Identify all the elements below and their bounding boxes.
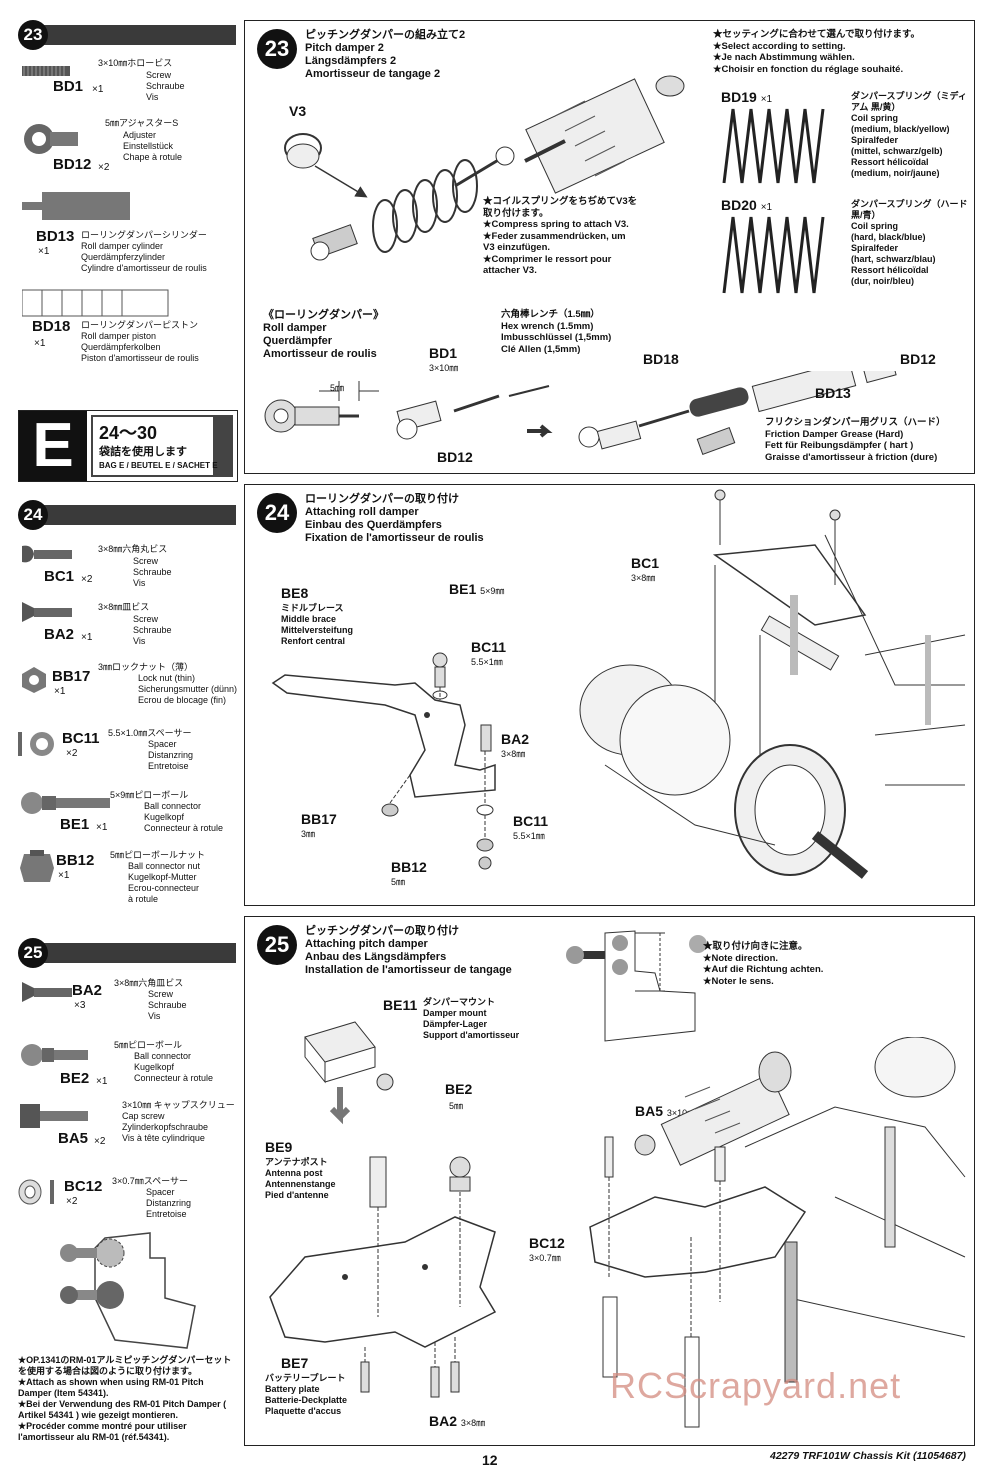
- ba2-label-25: BA2 3×8㎜: [429, 1413, 486, 1429]
- setting-note: ★セッティングに合わせて選んで取り付けます。★Select according …: [713, 29, 921, 75]
- step-24-header: 24: [18, 500, 236, 530]
- bb12-label: BB12: [391, 859, 427, 875]
- bd1-label: BD1: [429, 345, 458, 361]
- step-25-header: 25: [18, 938, 236, 968]
- bc11-label-b: BC11: [513, 813, 549, 829]
- battery-plate-drawing: [269, 1021, 497, 1398]
- bd19-desc: ダンパースプリング（ミディアム 黒/黄）Coil spring(medium, …: [851, 91, 967, 178]
- bag-letter: E: [19, 411, 87, 481]
- bd19-label: BD19 ×1: [721, 89, 773, 105]
- part-bb17: BB17 ×1 3㎜ロックナット（薄）Lock nut (thin)Sicher…: [18, 660, 243, 720]
- page-number: 12: [482, 1452, 498, 1468]
- direction-note: ★取り付け向きに注意。★Note direction.★Auf die Rich…: [703, 941, 824, 987]
- grease-note: フリクションダンパー用グリス（ハード）Friction Damper Greas…: [765, 417, 946, 463]
- be1-label: BE1 5×9㎜: [449, 581, 505, 597]
- step-number: 23: [18, 20, 48, 50]
- v3-label: V3: [289, 103, 307, 119]
- spring-bd19: [722, 108, 825, 184]
- kit-info: 42279 TRF101W Chassis Kit (11054687): [770, 1450, 966, 1462]
- direction-detail-drawing: [566, 930, 696, 1042]
- pitch-damper-drawing: [284, 75, 685, 261]
- bag-range: 24～30: [99, 423, 158, 443]
- bd12-label-b: BD12: [900, 351, 936, 367]
- be2-label: BE2: [445, 1081, 473, 1097]
- compress-note: ★コイルスプリングをちぢめてV3を取り付けます。★Compress spring…: [483, 196, 638, 276]
- bd20-desc: ダンパースプリング（ハード 黒/青）Coil spring(hard, blac…: [851, 199, 968, 286]
- step-23-header: 23: [18, 20, 236, 50]
- bc12-label: BC12: [529, 1235, 565, 1251]
- bd13-label: BD13: [815, 385, 851, 401]
- hex-wrench-note: 六角棒レンチ（1.5㎜）Hex wrench (1.5mm)Imbusschlü…: [501, 309, 612, 355]
- roll-damper-drawing: [264, 371, 897, 455]
- be11-label: BE11: [383, 997, 418, 1013]
- bd12-label-a: BD12: [437, 449, 473, 465]
- bb17-label: BB17: [301, 811, 337, 827]
- dim-5mm: 5㎜: [330, 383, 345, 393]
- ba5-label: BA5 3×10㎜: [635, 1103, 697, 1119]
- bd20-label: BD20 ×1: [721, 197, 773, 213]
- bc1-label: BC1: [631, 555, 660, 571]
- chassis-pitch-damper-drawing: [589, 1037, 966, 1428]
- bag-e-banner: E 24～30 袋詰を使用します BAG E / BEUTEL E / SACH…: [18, 410, 238, 482]
- rm01-note: ★OP.1341のRM-01アルミピッチングダンパーセットを使用する場合は図のよ…: [18, 1355, 232, 1442]
- rm01-option-illustration: [60, 1232, 196, 1349]
- be8-label: BE8: [281, 585, 309, 601]
- watermark-text: RCScrapyard.net: [610, 1365, 902, 1406]
- chassis-roll-damper-drawing: [579, 489, 966, 879]
- be7-label: BE7: [281, 1355, 309, 1371]
- ba2-label: BA2: [501, 731, 530, 747]
- be9-label: BE9: [265, 1139, 293, 1155]
- middle-brace-drawing: [271, 652, 496, 870]
- bd18-label: BD18: [643, 351, 679, 367]
- spring-bd20: [722, 216, 825, 294]
- bc11-label-a: BC11: [471, 639, 507, 655]
